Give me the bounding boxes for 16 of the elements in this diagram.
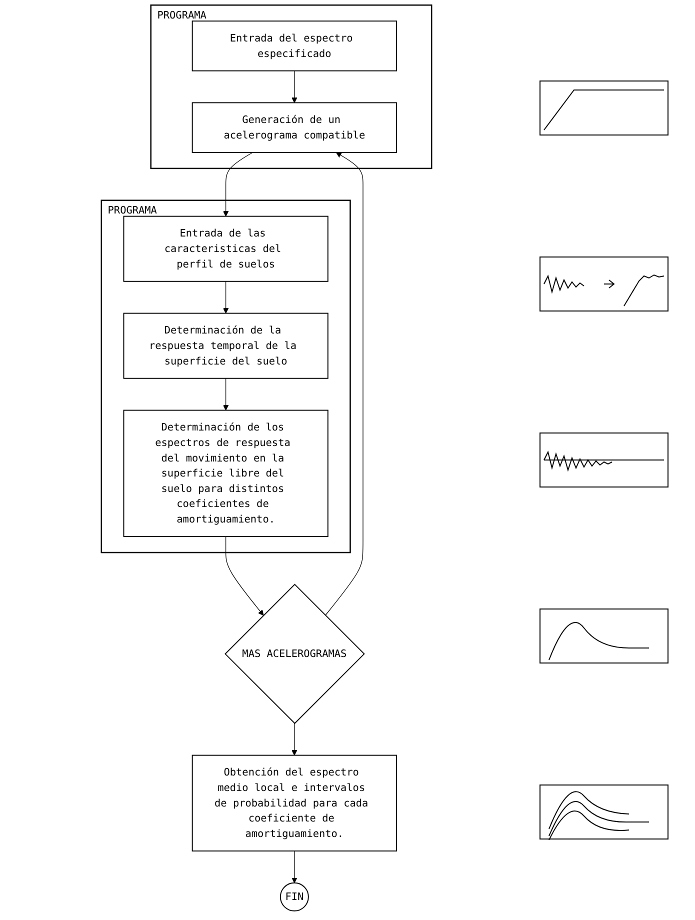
node-box: Entrada de las caracteristicas del perfil de suelos: [123, 216, 328, 282]
arrow: [223, 378, 229, 410]
arrow: [226, 536, 264, 616]
node-box: Determinación de la respuesta temporal de la superficie del suelo: [123, 312, 328, 379]
arrow: [325, 152, 364, 616]
node-box: Obtención del espectro medio local e intervalos de probabilidad para cada coeficiente de amortiguamiento.: [192, 754, 397, 852]
node-diamond: MAS ACELEROGRAMAS: [224, 584, 365, 724]
arrow: [292, 70, 298, 103]
arrow: [292, 850, 298, 884]
arrow: [223, 152, 253, 217]
arrow: [292, 723, 298, 756]
node-box: Entrada del espectro especificado: [192, 20, 397, 72]
arrow: [223, 281, 229, 314]
node-box: Generación de un acelerograma compatible: [192, 102, 397, 153]
node-circle: FIN: [280, 882, 309, 912]
node-box: Determinación de los espectros de respuesta del movimiento en la superficie libre del suelo para distintos coeficientes de amortiguamiento.: [123, 410, 328, 538]
